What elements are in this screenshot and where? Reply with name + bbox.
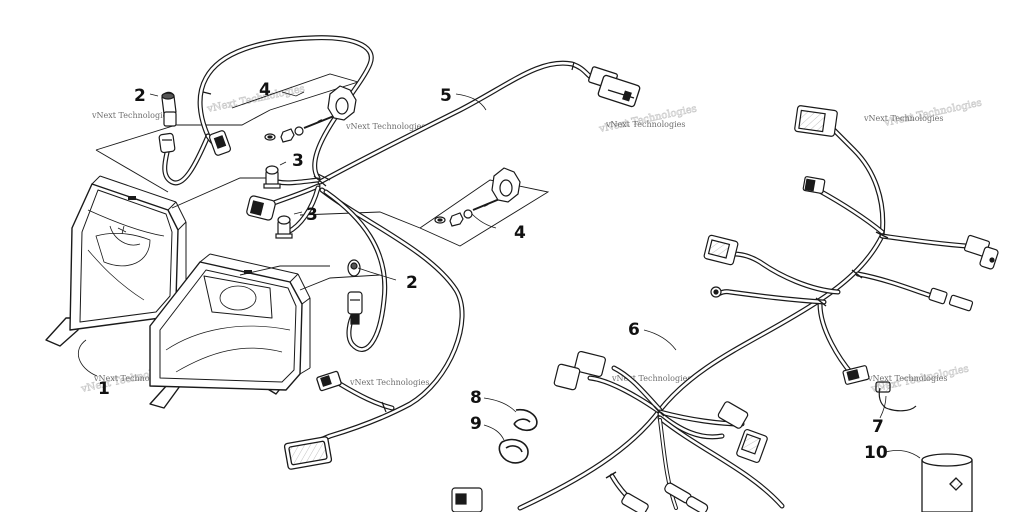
adjuster-lower bbox=[434, 167, 521, 227]
callout-2: 2 bbox=[406, 273, 418, 293]
main-harness-ties bbox=[605, 231, 937, 479]
bulb-connector-middle bbox=[246, 195, 276, 221]
headlight-right bbox=[149, 253, 311, 409]
conduit-sleeve bbox=[921, 453, 973, 512]
watermark-4: vNext Technologies bbox=[863, 114, 943, 123]
watermark-2: vNext Technologies bbox=[345, 122, 425, 131]
bulb-lower bbox=[275, 215, 293, 239]
bulb-socket-lower bbox=[347, 259, 363, 325]
clamp-8 bbox=[513, 408, 538, 432]
callout-8: 8 bbox=[470, 388, 482, 408]
adjuster-upper bbox=[264, 85, 357, 143]
callout-4: 4 bbox=[259, 80, 271, 100]
harness-5-connector bbox=[588, 66, 641, 108]
callout-4: 4 bbox=[514, 223, 526, 243]
assembly-guides bbox=[95, 73, 550, 291]
watermark-3: vNext Technologies bbox=[605, 120, 685, 129]
harness-tape-marks bbox=[202, 61, 575, 413]
bulb-socket-upper bbox=[158, 91, 232, 156]
watermark-7: vNext Technologies bbox=[611, 374, 691, 383]
callouts: 1 2 2 3 3 4 4 5 6 7 8 9 10 bbox=[98, 80, 888, 463]
watermark-6: vNext Technologies bbox=[349, 378, 429, 387]
leader-lines bbox=[77, 91, 921, 459]
callout-7: 7 bbox=[872, 417, 884, 437]
watermark-1: vNext Technologies bbox=[91, 111, 171, 120]
harness-lower-connector bbox=[283, 370, 342, 470]
callout-3: 3 bbox=[306, 205, 318, 225]
callout-6: 6 bbox=[628, 320, 640, 340]
watermark-5: vNext Technologies bbox=[93, 374, 173, 383]
callout-1: 1 bbox=[98, 379, 110, 399]
main-harness bbox=[517, 125, 969, 511]
main-harness-connectors bbox=[451, 105, 999, 512]
clamp-9 bbox=[498, 438, 529, 464]
callout-3: 3 bbox=[292, 151, 304, 171]
bulb-upper bbox=[263, 165, 281, 189]
callout-5: 5 bbox=[440, 86, 452, 106]
callout-9: 9 bbox=[470, 414, 482, 434]
watermark-8: vNext Technologies bbox=[867, 374, 947, 383]
callout-10: 10 bbox=[864, 443, 888, 463]
callout-2: 2 bbox=[134, 86, 146, 106]
watermark-ghost: vNext Technologies bbox=[205, 84, 305, 116]
fuse-holder bbox=[875, 381, 917, 412]
